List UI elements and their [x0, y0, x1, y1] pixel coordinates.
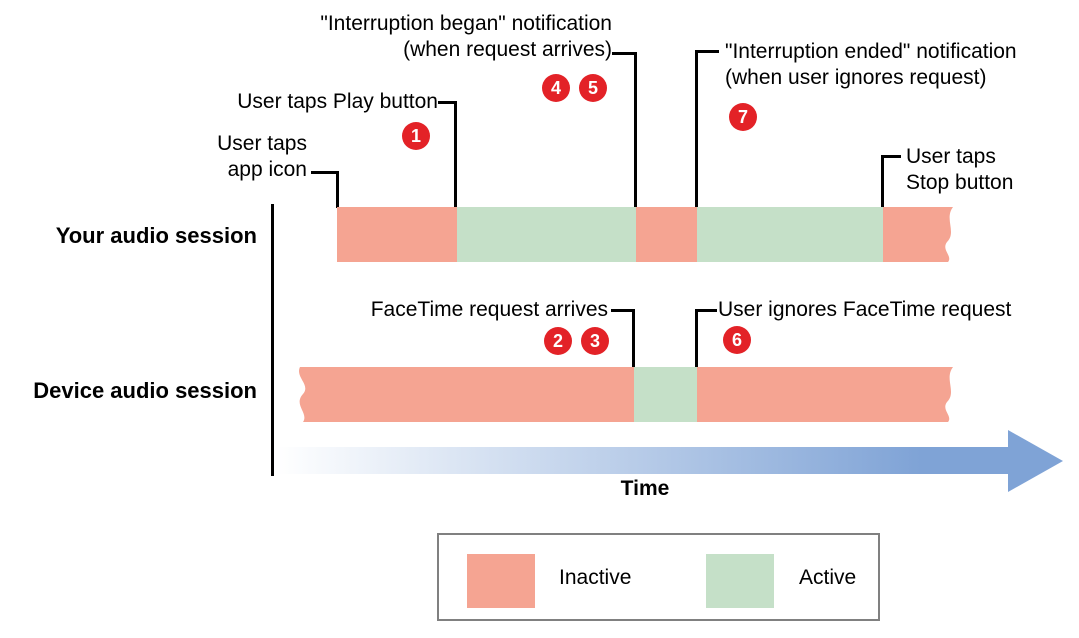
step-badge-5: 5	[579, 74, 607, 102]
step-badge-1: 1	[402, 122, 430, 150]
segment-inactive	[299, 367, 634, 422]
leader-app-icon-h	[311, 171, 339, 174]
user-taps-app-icon-annotation: User taps app icon	[217, 131, 307, 183]
user-taps-stop-line2: Stop button	[906, 171, 1014, 194]
leader-app-icon-v	[336, 171, 339, 208]
user-taps-play-annotation: User taps Play button	[237, 90, 438, 113]
segment-inactive	[337, 207, 457, 262]
interruption-began-annotation: "Interruption began" notification (when …	[320, 11, 612, 63]
step-badge-2: 2	[544, 327, 572, 355]
interruption-ended-annotation: "Interruption ended" notification (when …	[725, 39, 1017, 91]
time-arrow-shaft	[277, 447, 1008, 474]
leader-interruption-began-v	[634, 52, 637, 207]
facetime-request-arrives-annotation: FaceTime request arrives	[370, 298, 608, 321]
legend-active-label: Active	[799, 566, 857, 589]
user-taps-app-icon-line1: User taps	[217, 132, 307, 155]
interruption-began-line1: "Interruption began" notification	[320, 12, 612, 35]
user-ignores-facetime-annotation: User ignores FaceTime request	[718, 298, 1012, 321]
interruption-ended-line1: "Interruption ended" notification	[725, 40, 1017, 63]
leader-interruption-began-h	[612, 52, 637, 55]
device-audio-session-bar	[299, 367, 954, 422]
leader-user-ignores-h	[695, 309, 717, 312]
legend: Inactive Active	[437, 533, 880, 621]
segment-active	[457, 207, 636, 262]
legend-inactive-swatch	[467, 554, 535, 608]
time-arrow-head-icon	[1008, 430, 1063, 492]
time-axis-label: Time	[620, 477, 670, 500]
user-taps-stop-line1: User taps	[906, 145, 996, 168]
segment-inactive	[883, 207, 953, 262]
leader-facetime-arrives-v	[632, 309, 635, 367]
axis-vertical-line	[271, 204, 274, 476]
user-taps-app-icon-line2: app icon	[227, 158, 307, 181]
step-badge-4: 4	[542, 74, 570, 102]
leader-stop-v	[881, 155, 884, 208]
step-badge-7: 7	[729, 103, 757, 131]
segment-active	[697, 207, 883, 262]
interruption-ended-line2: (when user ignores request)	[725, 66, 987, 89]
leader-interruption-ended-v	[695, 50, 698, 207]
leader-interruption-ended-h	[695, 50, 719, 53]
legend-active-swatch	[706, 554, 774, 608]
leader-facetime-arrives-h	[611, 309, 635, 312]
device-audio-session-label: Device audio session	[33, 378, 257, 403]
leader-play-h	[438, 101, 457, 104]
step-badge-6: 6	[723, 326, 751, 354]
step-badge-3: 3	[581, 327, 609, 355]
your-audio-session-bar	[337, 207, 953, 262]
segment-inactive	[697, 367, 954, 422]
user-taps-stop-annotation: User taps Stop button	[906, 144, 1013, 196]
segment-active	[634, 367, 697, 422]
legend-inactive-label: Inactive	[559, 566, 632, 589]
interruption-began-line2: (when request arrives)	[403, 38, 612, 61]
leader-play-v	[454, 101, 457, 207]
leader-stop-h	[881, 155, 901, 158]
your-audio-session-label: Your audio session	[55, 223, 257, 248]
leader-user-ignores-v	[695, 309, 698, 367]
segment-inactive	[636, 207, 697, 262]
